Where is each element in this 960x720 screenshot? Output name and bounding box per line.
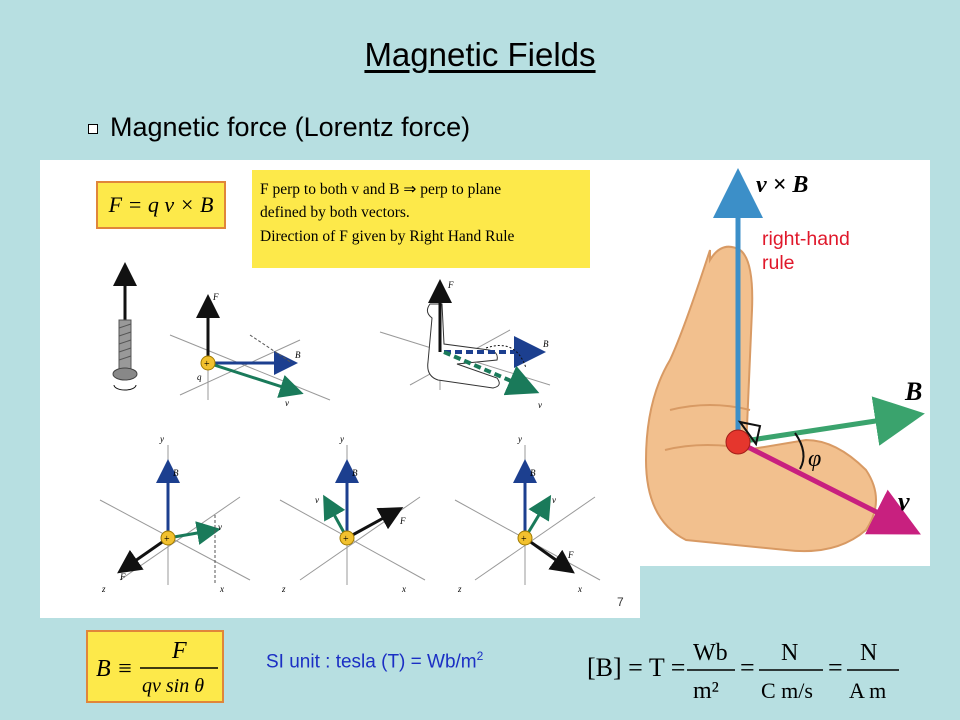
eq-sign-1: = xyxy=(740,653,755,682)
right-hand-rule-label: right-hand rule xyxy=(762,227,902,276)
plus-label: + xyxy=(521,534,527,545)
y-axis-label: y xyxy=(517,434,522,444)
f1-num: Wb xyxy=(693,640,728,666)
perpendicular-note: F perp to both v and B ⇒ perp to plane d… xyxy=(252,170,590,268)
vector-figures: + F B v q F B v xyxy=(99,262,601,594)
v-label: v xyxy=(218,522,222,532)
hand-shape xyxy=(644,245,877,553)
y-axis-label: y xyxy=(159,434,164,444)
z-axis-label: z xyxy=(457,584,462,594)
hand-diagram: F B v xyxy=(379,279,551,410)
B-label: B xyxy=(295,350,301,360)
note-line-2: defined by both vectors. xyxy=(260,204,410,222)
F-label: F xyxy=(447,280,454,290)
phi-label: φ xyxy=(808,446,821,472)
v-label: v xyxy=(898,487,910,516)
slide-title: Magnetic Fields xyxy=(364,36,596,73)
v-label: v xyxy=(538,400,542,410)
f3-num: N xyxy=(860,640,877,666)
axis-diagram-2: + y z x B v F xyxy=(279,434,426,594)
vector-diagram-panel: F = q v × B F perp to both v and B ⇒ per… xyxy=(40,160,640,618)
x-axis-label: x xyxy=(577,584,582,594)
screw-icon xyxy=(112,262,138,391)
eq-sign-2: = xyxy=(828,653,843,682)
si-unit-label: SI unit : tesla (T) = Wb/m xyxy=(266,651,477,673)
b-definition-box: B ≡ F qv sin θ xyxy=(86,630,224,703)
v-label: v xyxy=(315,495,319,505)
f2-den: C m/s xyxy=(761,678,813,703)
force-lhs: F xyxy=(108,192,123,217)
si-unit-text: SI unit : tesla (T) = Wb/m2 xyxy=(266,649,483,673)
vxB-label: v × B xyxy=(756,172,808,198)
note-line-1: F perp to both v and B ⇒ perp to plane xyxy=(260,181,502,198)
unit-equation: [B] = T = Wb m² = N C m/s = N A m xyxy=(583,630,903,710)
b-def-denominator: qv sin θ xyxy=(142,675,204,697)
slide-number: 7 xyxy=(617,595,624,609)
plus-label: + xyxy=(164,534,170,545)
axis-diagram-1: + y z x B v F xyxy=(99,434,251,594)
B-label: B xyxy=(543,339,549,349)
axis-diagram-3: + y z x B v F xyxy=(454,434,601,594)
z-axis-label: z xyxy=(101,584,106,594)
F-label: F xyxy=(567,550,574,560)
x-axis-label: x xyxy=(401,584,406,594)
x-axis-label: x xyxy=(219,584,224,594)
unit-eq-lhs: [B] = T = xyxy=(587,653,685,682)
lorentz-diagram-1: + F B v q xyxy=(169,292,331,408)
f1-den: m² xyxy=(693,678,719,704)
f3-den: A m xyxy=(849,678,886,703)
y-axis-label: y xyxy=(339,434,344,444)
right-hand-illustration: v × B B v φ xyxy=(644,168,925,553)
B-label: B xyxy=(904,377,922,406)
bullet-square-icon xyxy=(88,124,98,134)
q-label: q xyxy=(197,372,202,382)
plus-label: + xyxy=(343,534,349,545)
rh-label-line2: rule xyxy=(762,252,795,275)
B-label: B xyxy=(352,468,358,478)
note-line-3: Direction of F given by Right Hand Rule xyxy=(260,227,515,245)
plus-label: + xyxy=(204,359,210,370)
F-label: F xyxy=(119,572,126,582)
bullet-item: Magnetic force (Lorentz force) xyxy=(88,112,470,143)
v-label: v xyxy=(552,495,556,505)
bullet-text: Magnetic force (Lorentz force) xyxy=(110,112,471,142)
v-label: v xyxy=(285,398,289,408)
force-rhs: = q v × B xyxy=(127,192,214,217)
b-def-numerator: F xyxy=(171,638,187,664)
force-equation-box: F = q v × B xyxy=(96,181,226,229)
right-hand-rule-panel: v × B B v φ right-hand rule xyxy=(640,160,930,566)
rh-label-line1: right-hand xyxy=(762,228,850,250)
b-def-lhs: B ≡ xyxy=(96,656,133,682)
f2-num: N xyxy=(781,640,798,666)
F-label: F xyxy=(212,292,219,302)
B-label: B xyxy=(530,468,536,478)
z-axis-label: z xyxy=(281,584,286,594)
si-unit-exponent: 2 xyxy=(476,649,484,663)
B-label: B xyxy=(173,468,179,478)
F-label: F xyxy=(399,516,406,526)
